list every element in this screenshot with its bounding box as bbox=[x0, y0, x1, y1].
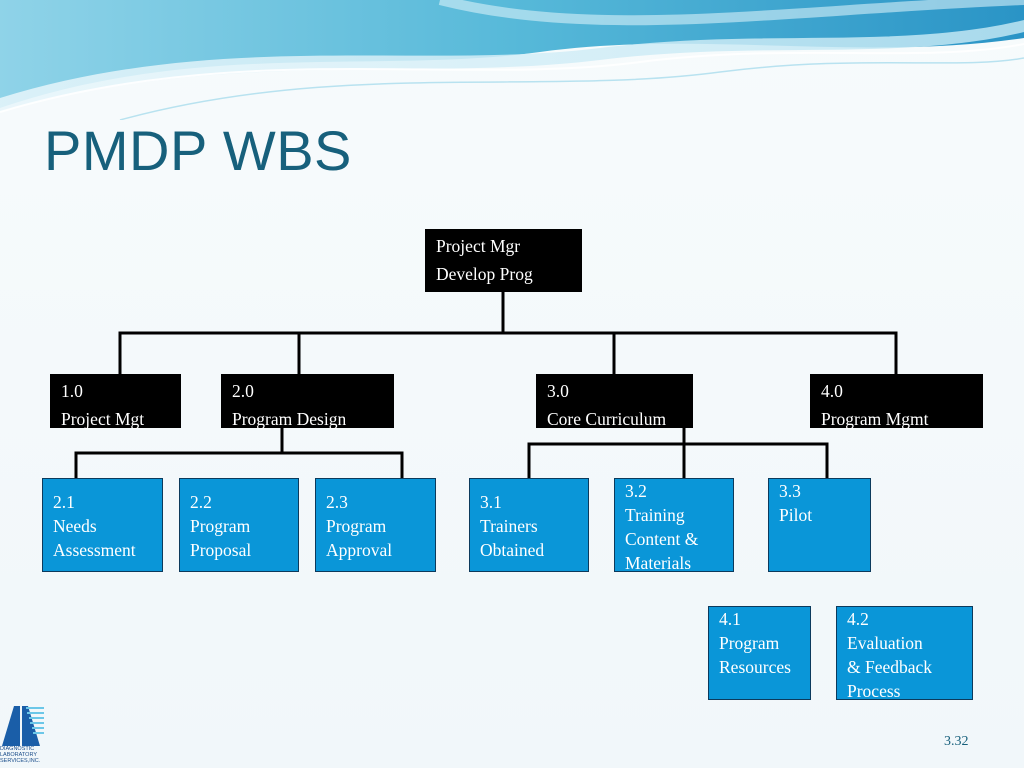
wbs-node-label-line2: Content & bbox=[625, 529, 699, 549]
wbs-node-label-line1: Pilot bbox=[779, 505, 813, 525]
wbs-node-id: 2.0 bbox=[232, 381, 254, 401]
wbs-node-2-1: 2.1 Needs Assessment bbox=[42, 478, 163, 572]
wbs-node-label-line2: Proposal bbox=[190, 540, 252, 560]
company-logo bbox=[2, 706, 44, 746]
wbs-node-root: Project Mgr Develop Prog bbox=[425, 229, 582, 292]
wbs-node-label-line1: Needs bbox=[53, 516, 97, 536]
wbs-node-2-3: 2.3 Program Approval bbox=[315, 478, 436, 572]
wbs-node-id: 3.1 bbox=[480, 492, 502, 512]
wbs-node-label-line1: Evaluation bbox=[847, 633, 923, 653]
page-number: 3.32 bbox=[944, 734, 969, 749]
wbs-node-id: 3.0 bbox=[547, 381, 569, 401]
wbs-node-id: 4.2 bbox=[847, 609, 869, 629]
wbs-node-1-0: 1.0 Project Mgt bbox=[50, 374, 181, 429]
wbs-node-id: 1.0 bbox=[61, 381, 83, 401]
wbs-node-2-2: 2.2 Program Proposal bbox=[179, 478, 299, 572]
wbs-node-label-line1: Program bbox=[326, 516, 387, 536]
wbs-node-3-1: 3.1 Trainers Obtained bbox=[469, 478, 589, 572]
wbs-node-root-line2: Develop Prog bbox=[436, 264, 533, 284]
wbs-node-id: 2.3 bbox=[326, 492, 348, 512]
wbs-node-label-line1: Program bbox=[190, 516, 251, 536]
wbs-node-2-0: 2.0 Program Design bbox=[221, 374, 394, 429]
wbs-node-id: 2.2 bbox=[190, 492, 212, 512]
wbs-node-label-line1: Program bbox=[719, 633, 780, 653]
wbs-node-4-1: 4.1 Program Resources bbox=[708, 606, 811, 700]
wbs-node-root-line1: Project Mgr bbox=[436, 236, 521, 256]
wbs-node-label-line2: & Feedback bbox=[847, 657, 933, 677]
wbs-node-id: 3.2 bbox=[625, 481, 647, 501]
wbs-node-3-0: 3.0 Core Curriculum bbox=[536, 374, 693, 429]
wbs-node-id: 3.3 bbox=[779, 481, 801, 501]
company-logo-text: DIAGNOSTIC LABORATORY SERVICES,INC. bbox=[0, 746, 41, 764]
wbs-node-4-0: 4.0 Program Mgmt bbox=[810, 374, 983, 429]
wbs-node-id: 4.1 bbox=[719, 609, 741, 629]
wave-header-decoration bbox=[0, 0, 1024, 120]
wbs-node-label: Core Curriculum bbox=[547, 409, 667, 429]
wbs-node-label-line2: Approval bbox=[326, 540, 393, 560]
wbs-node-label-line3: Materials bbox=[625, 553, 692, 573]
wbs-node-label-line2: Obtained bbox=[480, 540, 545, 560]
wbs-node-id: 4.0 bbox=[821, 381, 843, 401]
wbs-node-3-2: 3.2 Training Content & Materials bbox=[614, 478, 734, 573]
wbs-node-4-2: 4.2 Evaluation & Feedback Process bbox=[836, 606, 973, 701]
wbs-node-id: 2.1 bbox=[53, 492, 75, 512]
wbs-node-label: Project Mgt bbox=[61, 409, 145, 429]
wbs-node-label: Program Mgmt bbox=[821, 409, 929, 429]
wbs-node-label-line3: Process bbox=[847, 681, 901, 701]
wbs-node-label-line2: Resources bbox=[719, 657, 791, 677]
slide-title: PMDP WBS bbox=[44, 119, 352, 182]
wbs-node-label-line1: Trainers bbox=[480, 516, 538, 536]
wbs-node-label-line2: Assessment bbox=[53, 540, 136, 560]
wbs-node-label-line1: Training bbox=[625, 505, 685, 525]
wbs-node-3-3: 3.3 Pilot bbox=[768, 478, 871, 572]
wbs-node-label: Program Design bbox=[232, 409, 347, 429]
